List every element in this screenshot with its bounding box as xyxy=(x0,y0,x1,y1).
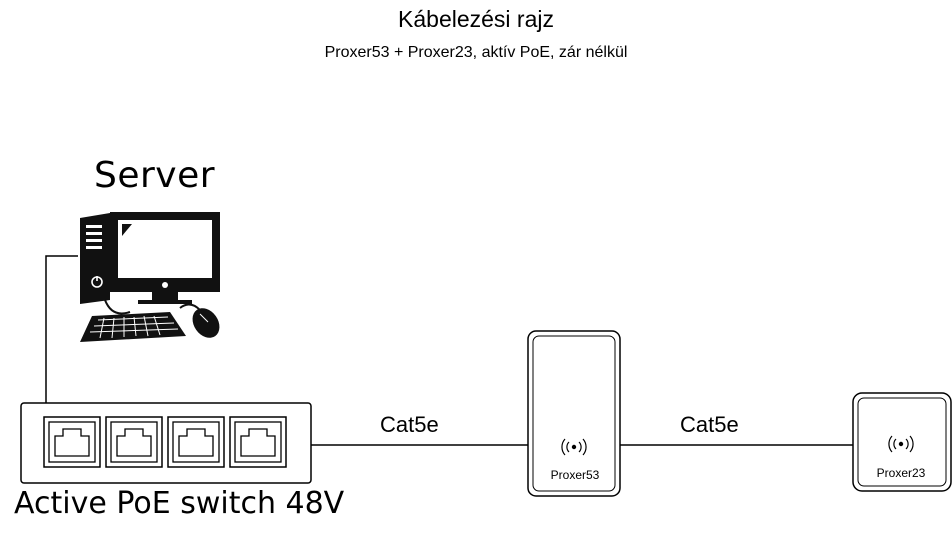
server-computer-icon xyxy=(80,212,220,342)
switch-port xyxy=(43,416,101,468)
proxer23-device xyxy=(852,392,952,492)
cable-label-2: Cat5e xyxy=(680,412,739,437)
diagram-title: Kábelezési rajz xyxy=(398,6,554,32)
diagram-subtitle: Proxer53 + Proxer23, aktív PoE, zár nélk… xyxy=(324,44,628,61)
rfid-wave-icon xyxy=(561,438,587,456)
switch-ports xyxy=(43,416,287,468)
server-switch-cable xyxy=(45,255,78,403)
switch-port xyxy=(105,416,163,468)
cable-label-1: Cat5e xyxy=(380,412,439,437)
switch-label: Active PoE switch 48V xyxy=(14,486,345,521)
proxer53-label: Proxer53 xyxy=(550,468,600,482)
switch-port xyxy=(167,416,225,468)
proxer23-label: Proxer23 xyxy=(876,466,926,480)
switch-port xyxy=(229,416,287,468)
server-label: Server xyxy=(94,155,216,196)
rfid-wave-icon xyxy=(888,435,914,453)
proxer53-device xyxy=(527,330,621,497)
